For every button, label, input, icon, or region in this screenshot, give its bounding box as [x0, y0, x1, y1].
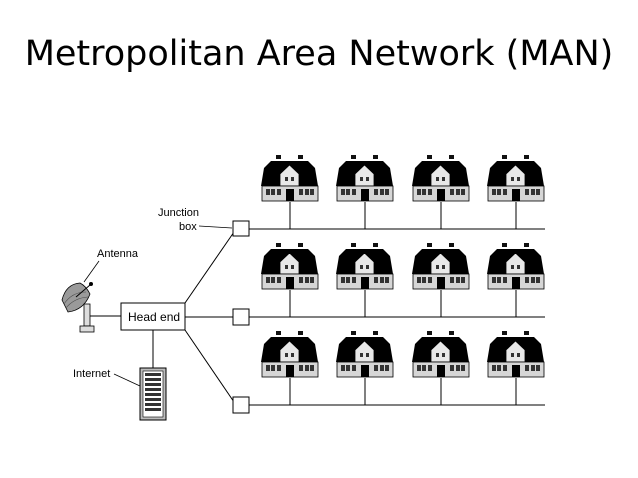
junction-box-label-line1: Junction — [158, 207, 199, 219]
internet-label: Internet — [73, 368, 110, 380]
junction-box — [232, 396, 250, 414]
antenna-label: Antenna — [97, 248, 139, 260]
junction-box-label-line2: box — [179, 221, 197, 233]
house-icon — [260, 154, 319, 202]
trunk-lines — [184, 231, 235, 403]
internet-leader — [113, 373, 141, 387]
house-drops — [289, 202, 517, 405]
house-icon — [411, 154, 470, 202]
antenna-dish-icon — [61, 282, 95, 333]
junction-box — [232, 220, 250, 237]
house-icon — [335, 242, 394, 290]
server-rack-icon — [139, 367, 167, 421]
house-icon — [486, 242, 545, 290]
house-icon — [335, 330, 394, 378]
junction-box — [232, 308, 250, 326]
house-icon — [335, 154, 394, 202]
house-icon — [411, 330, 470, 378]
house-icon — [486, 154, 545, 202]
head-end-label: Head end — [128, 310, 180, 324]
antenna-leader — [83, 260, 100, 283]
slide-title: Metropolitan Area Network (MAN) — [24, 34, 614, 74]
house-icon — [260, 330, 319, 378]
house-icon — [260, 242, 319, 290]
house-icon — [486, 330, 545, 378]
junction-box-leader — [198, 225, 233, 229]
house-icon — [411, 242, 470, 290]
